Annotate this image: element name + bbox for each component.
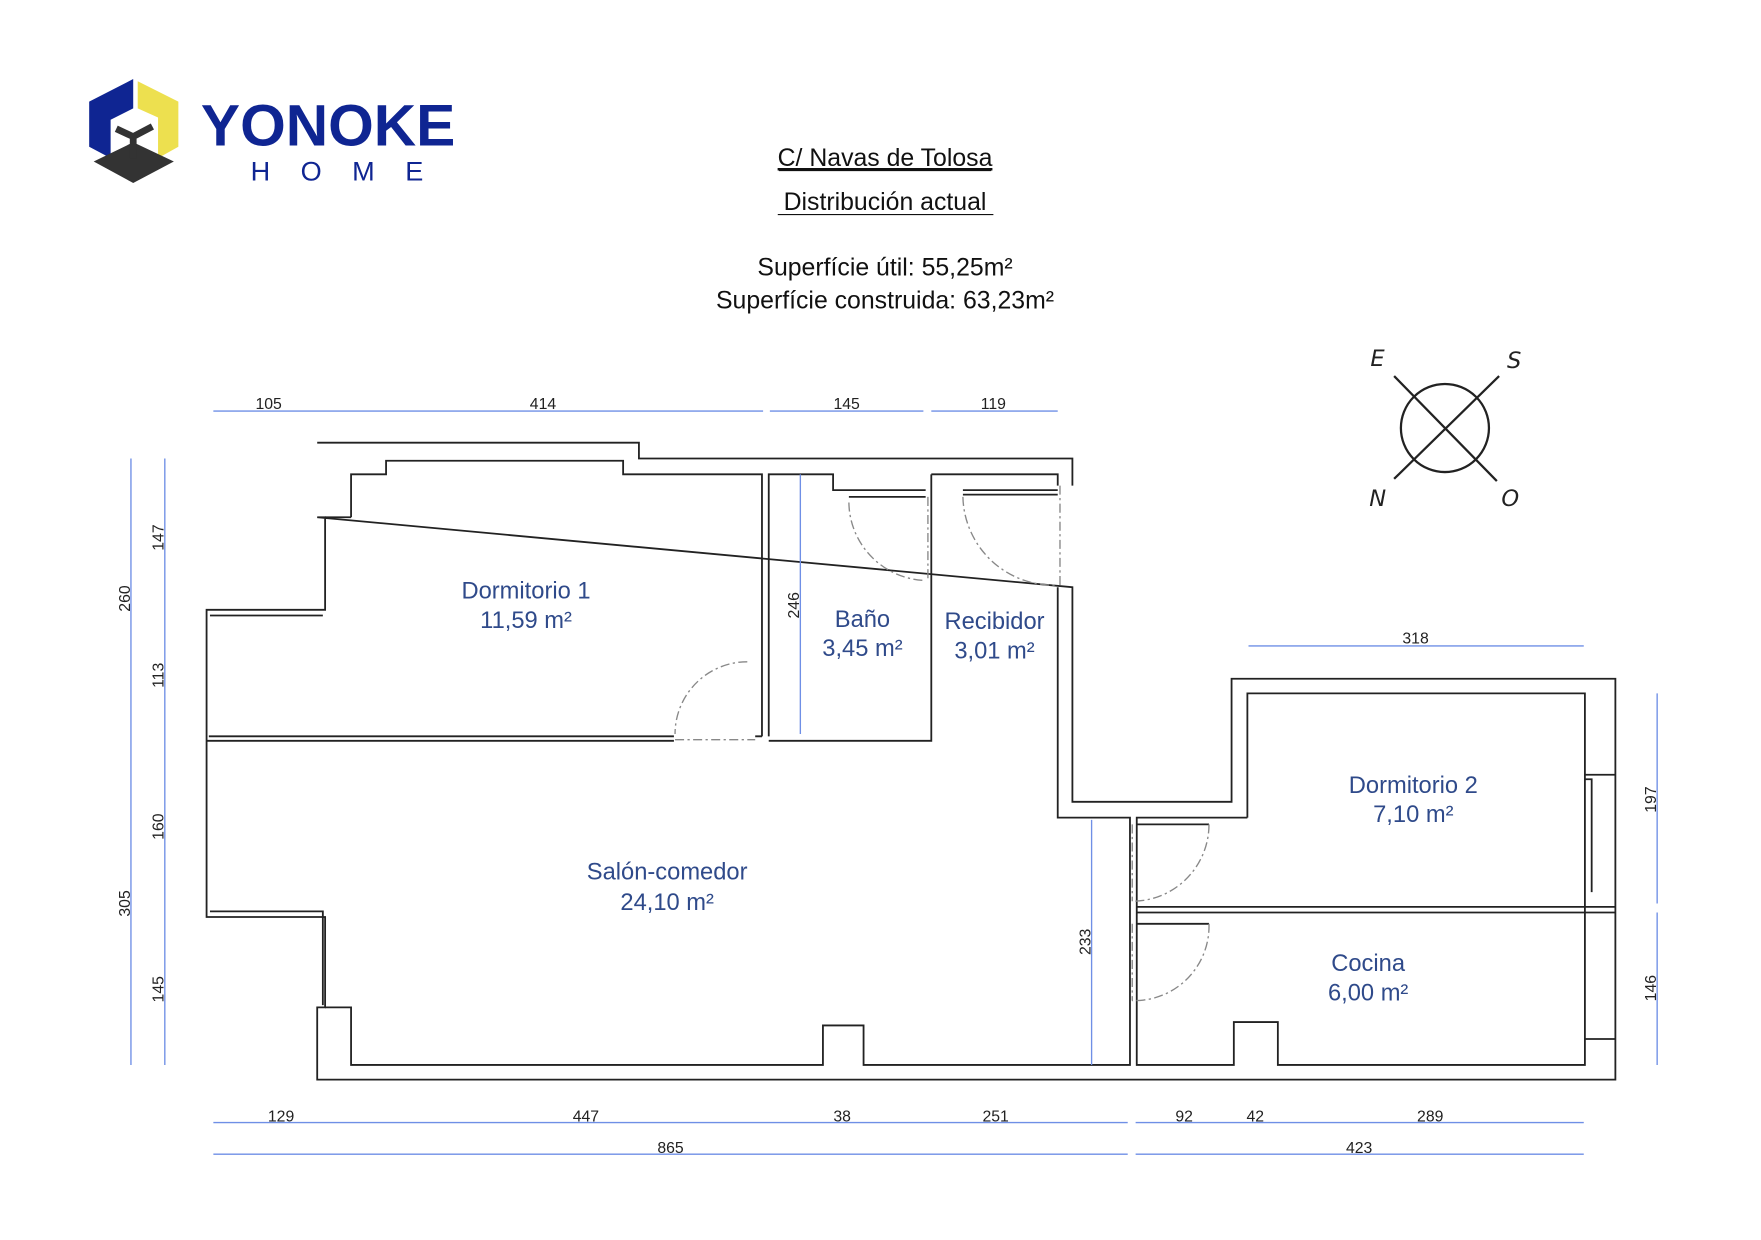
room-bano: Baño 3,45 m² bbox=[822, 607, 902, 662]
rooms-0-area-text: 11,59 m² bbox=[480, 608, 572, 634]
rooms-5-name-text: Cocina bbox=[1331, 951, 1406, 977]
dims-top-0-text: 105 bbox=[255, 396, 282, 413]
plan-subtitle: Distribución actual bbox=[784, 189, 987, 216]
room-cocina: Cocina 6,00 m² bbox=[1328, 951, 1408, 1006]
dims-bottom-5-text: 42 bbox=[1246, 1108, 1264, 1125]
address-title: C/ Navas de Tolosa bbox=[778, 145, 993, 172]
compass-s-text: S bbox=[1507, 348, 1521, 374]
useful-area: Superfície útil: 55,25m² bbox=[757, 255, 1012, 282]
dims-bottom-1-text: 447 bbox=[573, 1108, 599, 1125]
rooms-4-name-text: Dormitorio 2 bbox=[1349, 773, 1478, 799]
dims-top-2-text: 145 bbox=[833, 396, 860, 413]
dims-bottom-0-text: 129 bbox=[268, 1108, 295, 1125]
compass-n-text: N bbox=[1369, 486, 1386, 512]
walls bbox=[205, 441, 1617, 1081]
dims-bottom_total-0-text: 865 bbox=[657, 1140, 684, 1157]
dimension-lines bbox=[130, 410, 1658, 1155]
dims-left_inner-1-text: 113 bbox=[151, 663, 168, 688]
rooms-4-area-text: 7,10 m² bbox=[1373, 802, 1453, 828]
rooms-2-name-text: Recibidor bbox=[944, 609, 1044, 635]
dims-inner-1-text: 233 bbox=[1077, 928, 1094, 955]
dims-left_outer-0-text: 260 bbox=[117, 585, 134, 612]
compass-icon: E S N O bbox=[1369, 346, 1521, 512]
compass-e-text: E bbox=[1370, 346, 1385, 372]
dims-kitchen_top-text: 318 bbox=[1402, 631, 1429, 648]
room-salon-comedor: Salón-comedor 24,10 m² bbox=[587, 860, 748, 916]
dims-top-1-text: 414 bbox=[530, 396, 557, 413]
rooms-3-area-text: 24,10 m² bbox=[620, 890, 714, 916]
dims-inner-0-text: 246 bbox=[786, 592, 803, 619]
rooms-3-name-text: Salón-comedor bbox=[587, 860, 748, 886]
dims-left_inner-2-text: 160 bbox=[151, 813, 168, 840]
dims-bottom_total-1-text: 423 bbox=[1346, 1140, 1373, 1157]
dimension-labels: 105 414 145 119 318 260 305 147 113 160 … bbox=[117, 396, 1660, 1157]
dims-left_inner-3-text: 145 bbox=[151, 976, 168, 1003]
built-area: Superfície construida: 63,23m² bbox=[716, 287, 1054, 314]
dims-bottom-6-text: 289 bbox=[1417, 1108, 1444, 1125]
yonoke-logo: YONOKE HOME bbox=[89, 79, 455, 187]
rooms-1-area-text: 3,45 m² bbox=[822, 636, 902, 662]
dims-bottom-3-text: 251 bbox=[982, 1108, 1009, 1125]
dims-bottom-4-text: 92 bbox=[1175, 1108, 1193, 1125]
dims-top-3-text: 119 bbox=[981, 396, 1006, 413]
dims-right-0-text: 197 bbox=[1643, 786, 1660, 812]
compass-o-text: O bbox=[1501, 486, 1519, 512]
room-dormitorio-1: Dormitorio 1 11,59 m² bbox=[462, 579, 591, 634]
dims-left_outer-1-text: 305 bbox=[117, 890, 134, 917]
doors bbox=[674, 485, 1210, 1002]
dims-bottom-2-text: 38 bbox=[833, 1108, 851, 1125]
logo-sub-text: HOME bbox=[251, 156, 454, 187]
dims-left_inner-0-text: 147 bbox=[151, 524, 168, 550]
rooms-1-name-text: Baño bbox=[835, 607, 890, 633]
logo-brand-text: YONOKE bbox=[201, 94, 455, 159]
room-dormitorio-2: Dormitorio 2 7,10 m² bbox=[1349, 773, 1478, 828]
rooms-5-area-text: 6,00 m² bbox=[1328, 981, 1408, 1007]
dims-right-1-text: 146 bbox=[1643, 975, 1660, 1002]
rooms-0-name-text: Dormitorio 1 bbox=[462, 579, 591, 605]
rooms-2-area-text: 3,01 m² bbox=[954, 638, 1034, 664]
room-recibidor: Recibidor 3,01 m² bbox=[944, 609, 1044, 664]
